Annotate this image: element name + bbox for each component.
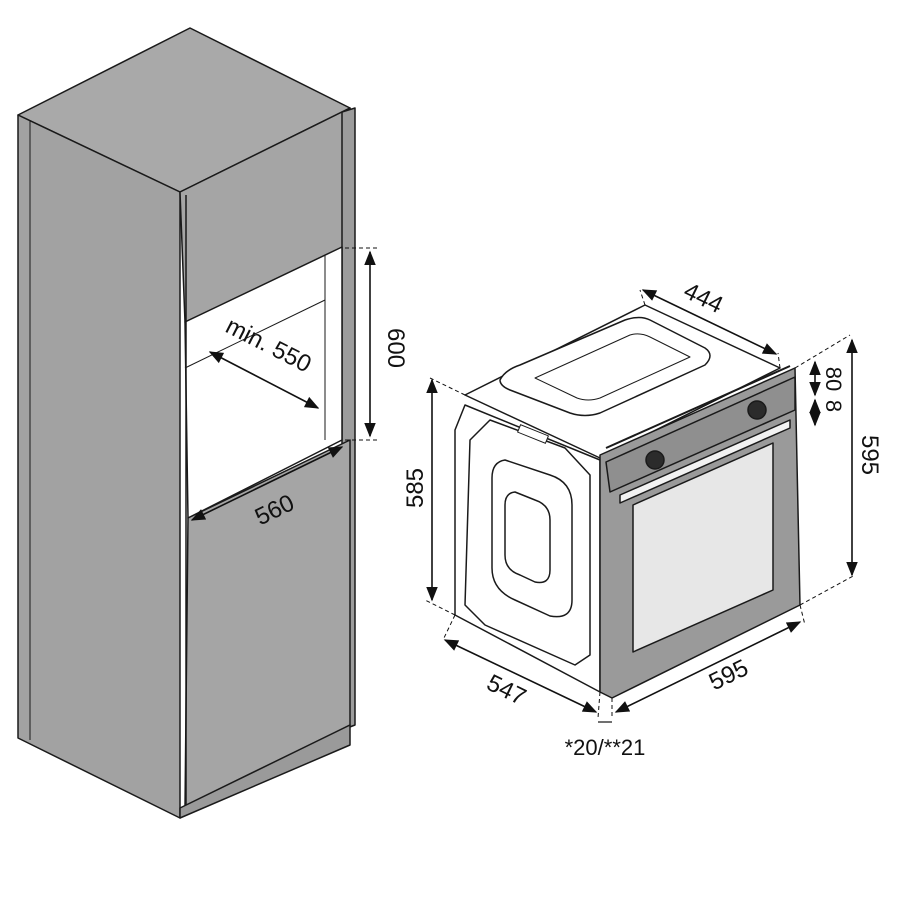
dimension-arrow-icon — [190, 446, 344, 521]
oven-door-handle — [619, 419, 791, 504]
oven-top-depth-label: 444 — [679, 277, 727, 319]
oven-body-depth-label: 547 — [482, 669, 530, 711]
dimension-arrow-icon — [614, 621, 802, 713]
oven-panel-height-label: 80 — [821, 367, 846, 391]
kitchen-cabinet — [17, 27, 356, 819]
oven-front-offset-label: *20/**21 — [565, 735, 646, 760]
oven-knob-icon — [645, 450, 665, 470]
oven-door-glass — [632, 442, 774, 653]
cabinet-height-label: 600 — [382, 328, 409, 368]
dimension-arrow-icon — [443, 639, 598, 713]
oven-panel-gap-label: 8 — [821, 400, 846, 412]
oven-front-width-label: 595 — [705, 654, 753, 696]
dimension-arrow-icon — [641, 289, 778, 355]
cabinet-left-side — [17, 114, 181, 819]
built-in-oven — [454, 304, 801, 699]
oven-total-height-label: 595 — [856, 435, 883, 475]
cabinet-plinth — [179, 724, 351, 819]
dimension-arrow-icon — [208, 351, 320, 409]
oven-knob-icon — [747, 400, 767, 420]
oven-body-height-label: 585 — [402, 468, 429, 508]
